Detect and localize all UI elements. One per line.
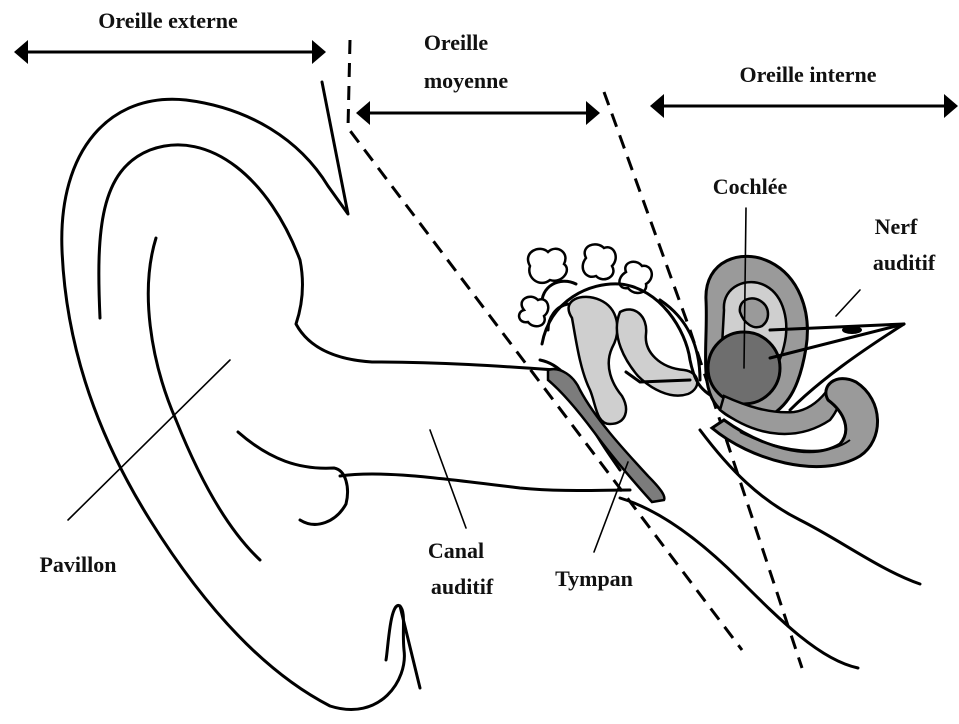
pinna-label: Pavillon xyxy=(39,552,116,577)
nerve-label-line1: Nerf xyxy=(875,214,918,239)
middle-ear-label-line1: Oreille xyxy=(424,30,489,55)
nerve-pointer xyxy=(836,290,860,316)
eardrum-pointer xyxy=(594,462,628,552)
cochlea xyxy=(706,256,878,466)
outer-middle-boundary-line xyxy=(348,40,742,650)
outer-ear-label: Oreille externe xyxy=(98,8,238,33)
canal-label-line1: Canal xyxy=(428,538,484,563)
inner-ear-range-arrow xyxy=(650,94,958,118)
canal-label-line2: auditif xyxy=(431,574,494,599)
middle-ear-label-line2: moyenne xyxy=(424,68,509,93)
cochlea-label: Cochlée xyxy=(713,174,788,199)
eardrum-label: Tympan xyxy=(555,566,633,591)
outer-ear-range-arrow xyxy=(14,40,326,64)
nerve-label-line2: auditif xyxy=(873,250,936,275)
pinna-pointer xyxy=(68,360,230,520)
inner-ear-label: Oreille interne xyxy=(739,62,876,87)
middle-ear-range-arrow xyxy=(356,101,600,125)
